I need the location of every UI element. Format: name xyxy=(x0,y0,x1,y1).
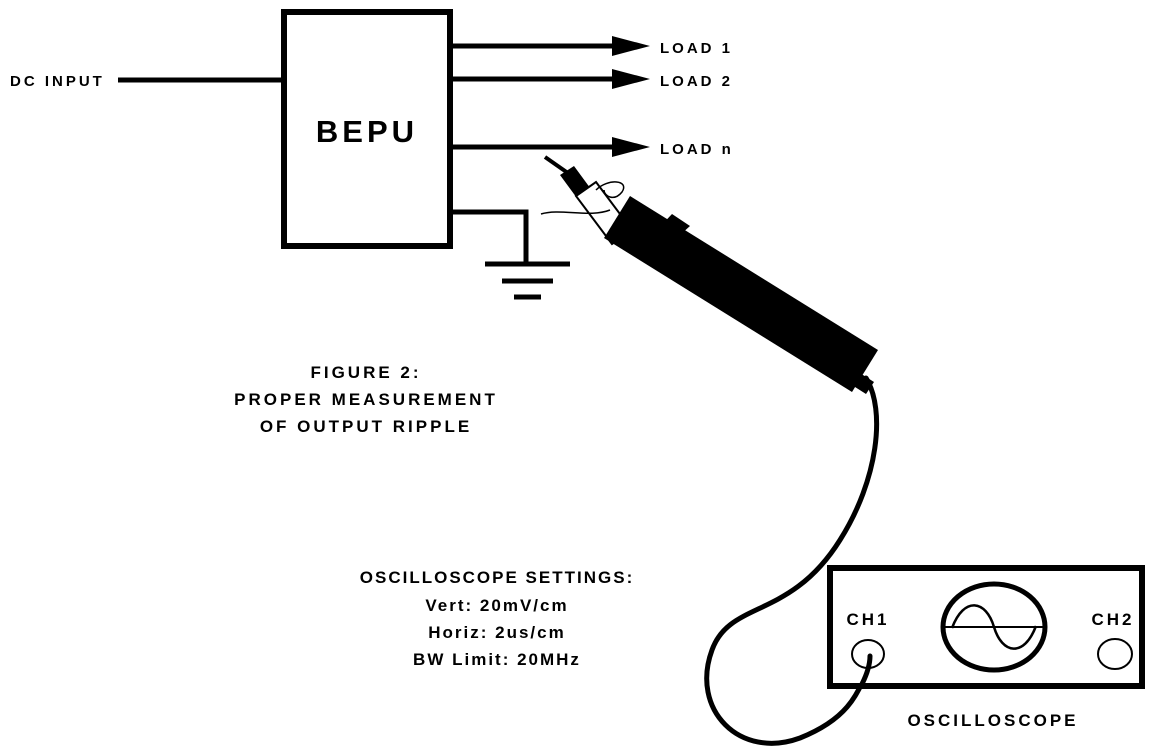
ground-wire xyxy=(450,209,529,263)
bepu-box xyxy=(281,9,453,249)
ground-icon xyxy=(485,261,570,300)
load-1-label: LOAD 1 xyxy=(660,40,733,57)
settings-bw: BW Limit: 20MHz xyxy=(413,650,581,669)
ch2-label: CH2 xyxy=(1091,610,1134,629)
settings-horiz: Horiz: 2us/cm xyxy=(428,623,565,642)
caption-line-1: FIGURE 2: xyxy=(310,363,421,382)
load-1-arrow-icon xyxy=(612,36,650,56)
oscilloscope-label: OSCILLOSCOPE xyxy=(907,711,1078,730)
bepu-label: BEPU xyxy=(316,114,418,149)
settings-vert: Vert: 20mV/cm xyxy=(425,596,568,615)
probe xyxy=(540,155,878,394)
caption-line-2: PROPER MEASUREMENT xyxy=(234,390,498,409)
probe-cable-end xyxy=(859,653,873,687)
load-n-label: LOAD n xyxy=(660,141,734,158)
sine-wave-icon xyxy=(950,604,1038,650)
dc-input-label: DC INPUT xyxy=(10,73,105,90)
caption-line-3: OF OUTPUT RIPPLE xyxy=(260,417,472,436)
load-2-label: LOAD 2 xyxy=(660,73,733,90)
load-n-arrow-icon xyxy=(612,137,650,157)
load-2-arrow-icon xyxy=(612,69,650,89)
settings-heading: OSCILLOSCOPE SETTINGS: xyxy=(360,568,634,587)
probe-cable xyxy=(704,375,880,746)
ch1-label: CH1 xyxy=(846,610,889,629)
ch2-connector xyxy=(1097,638,1133,670)
